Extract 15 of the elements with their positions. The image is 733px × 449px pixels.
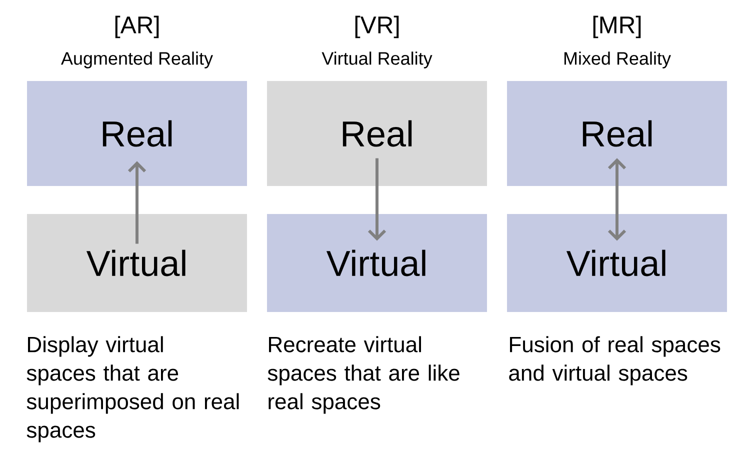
reality-box: Real xyxy=(27,81,247,186)
column-heading: [MR] xyxy=(593,16,641,38)
reality-box: Real xyxy=(267,81,487,186)
reality-box: Real xyxy=(507,81,727,186)
description-text: Display virtual spaces that are superimposed on real spaces xyxy=(26,336,239,442)
column-heading: [AR] xyxy=(115,16,159,38)
reality-box: Virtual xyxy=(267,214,487,312)
description-text: Recreate virtual spaces that are like real spaces xyxy=(268,336,460,414)
reality-box: Virtual xyxy=(507,214,727,312)
arrow xyxy=(128,161,146,244)
column-heading: [VR] xyxy=(355,16,399,38)
arrow xyxy=(368,158,386,241)
arrow xyxy=(608,158,626,241)
reality-box: Virtual xyxy=(27,214,247,312)
description-text: Fusion of real spaces and virtual spaces xyxy=(509,336,720,386)
